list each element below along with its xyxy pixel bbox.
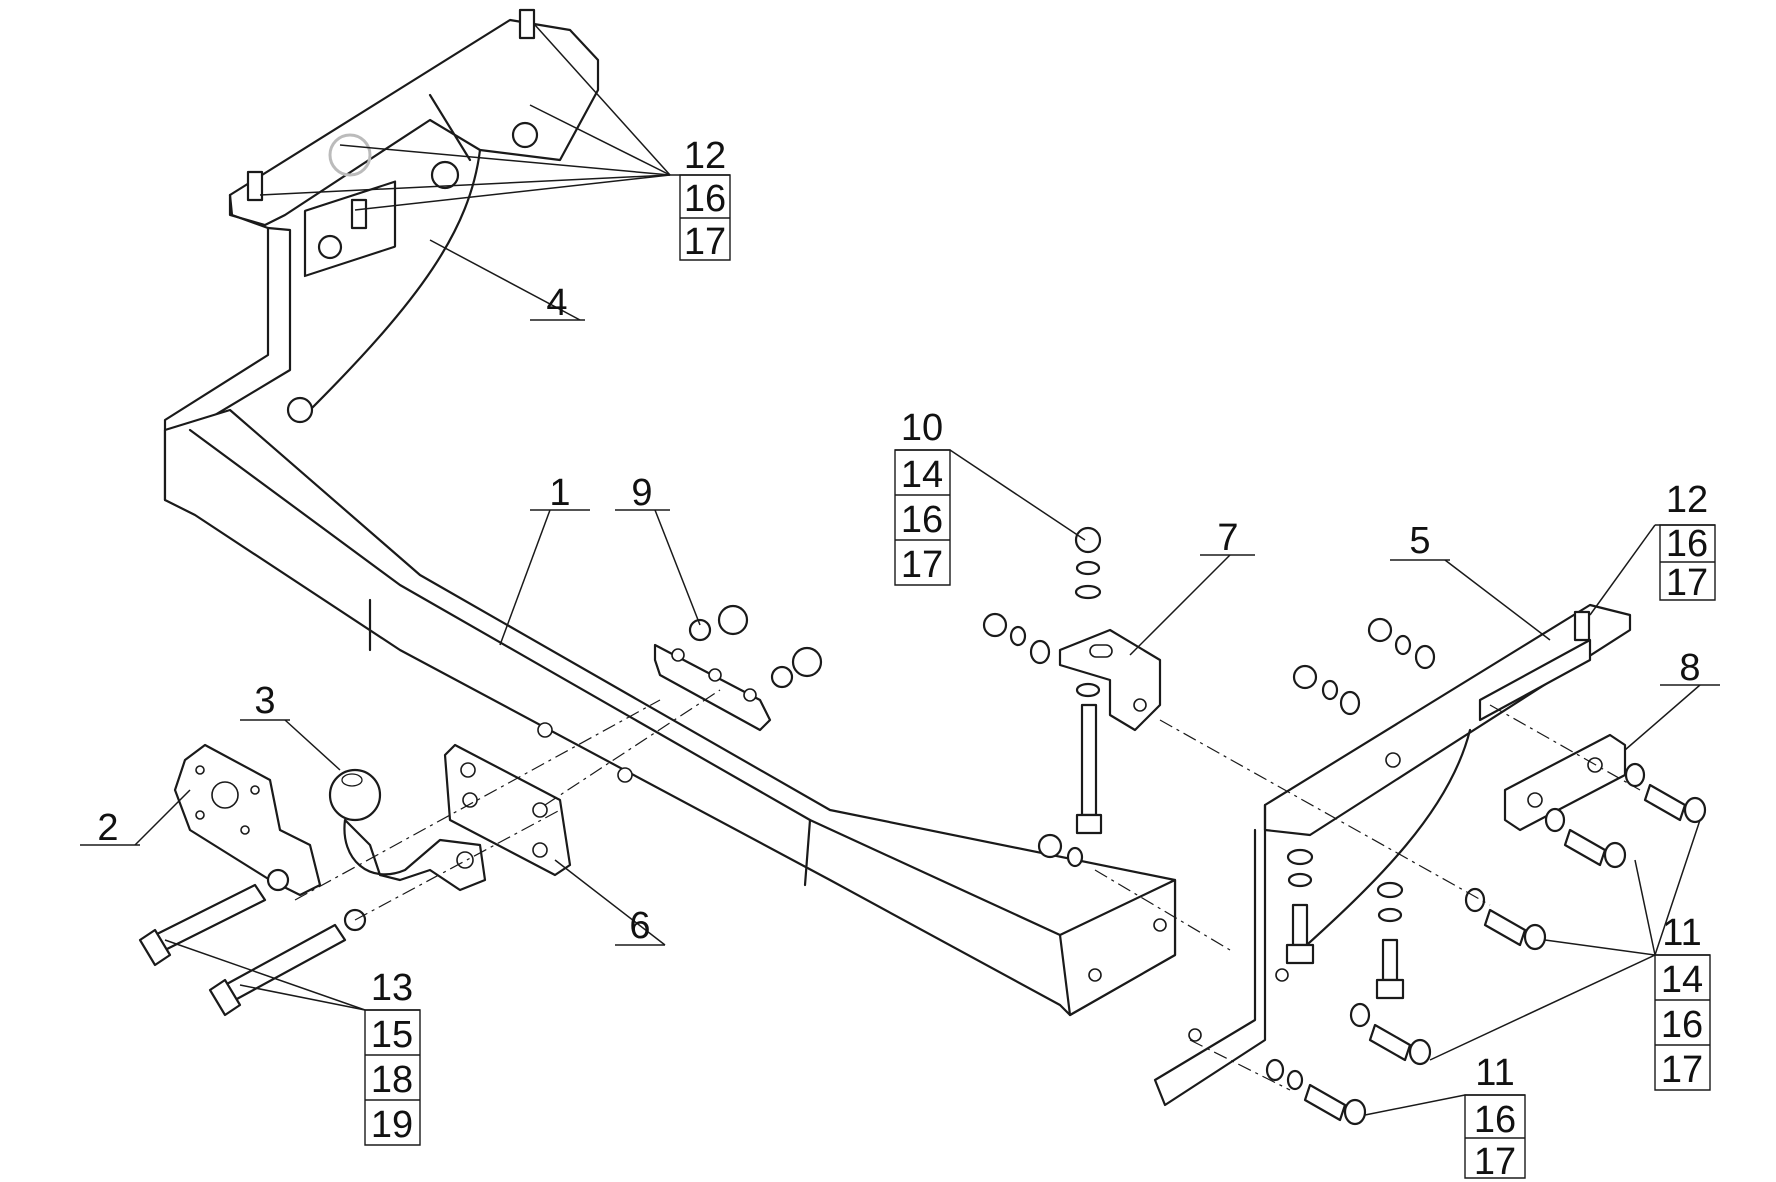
- right-hardware: [1265, 617, 1707, 1126]
- callout-label: 1: [549, 472, 570, 514]
- callout-c6: 6: [615, 905, 665, 947]
- callout-c4: 4: [530, 282, 585, 324]
- callout-c7: 7: [1200, 517, 1255, 559]
- callout-c5: 5: [1390, 520, 1450, 562]
- callout-label: 17: [1661, 1049, 1703, 1091]
- long-bolts: [138, 883, 367, 1017]
- callout-c8: 8: [1660, 647, 1720, 689]
- callout-c11a: 11 14 16 17: [1654, 912, 1711, 1091]
- left-nut-washer-set: [982, 612, 1051, 665]
- callout-label: 17: [901, 544, 943, 586]
- left-mounting-bracket: [163, 8, 600, 507]
- callout-label: 8: [1679, 647, 1700, 689]
- callout-label: 12: [1666, 479, 1708, 521]
- callout-label: 16: [901, 499, 943, 541]
- callout-label: 17: [1474, 1141, 1516, 1182]
- mounting-flange-plate: [443, 743, 572, 877]
- callout-c12a: 12 16 17: [670, 135, 731, 263]
- angle-bracket: [1058, 628, 1162, 732]
- callout-c11b: 11 16 17: [1464, 1052, 1526, 1182]
- callout-label: 11: [1662, 912, 1701, 954]
- callout-label: 16: [684, 178, 726, 220]
- callout-label: 18: [371, 1059, 413, 1101]
- backing-plate: [653, 604, 823, 732]
- tow-ball: [328, 768, 487, 892]
- callout-label: 16: [1661, 1004, 1703, 1046]
- callout-c12b: 12 16 17: [1655, 479, 1716, 604]
- callout-c13: 13 15 18 19: [364, 967, 421, 1146]
- callout-label: 12: [684, 135, 726, 177]
- leader-lines: [134, 24, 1701, 1116]
- callout-label: 2: [97, 807, 118, 849]
- callout-label: 10: [901, 407, 943, 449]
- callout-label: 14: [1661, 959, 1703, 1001]
- callout-label: 9: [631, 472, 652, 514]
- callout-label: 4: [546, 282, 567, 324]
- callout-label: 17: [684, 221, 726, 263]
- callout-c10: 10 14 16 17: [894, 407, 951, 586]
- callout-label: 3: [254, 680, 275, 722]
- callout-label: 6: [629, 905, 650, 947]
- callout-c3: 3: [240, 680, 290, 722]
- callout-label: 17: [1666, 562, 1708, 604]
- main-cross-beam: [163, 408, 1177, 1017]
- callout-label: 16: [1474, 1099, 1516, 1141]
- callout-label: 11: [1475, 1052, 1514, 1094]
- callout-label: 5: [1409, 520, 1430, 562]
- callout-label: 16: [1666, 523, 1708, 565]
- callout-c9: 9: [615, 472, 670, 514]
- callout-label: 13: [371, 967, 413, 1009]
- callout-c1: 1: [530, 472, 590, 514]
- callout-label: 15: [371, 1014, 413, 1056]
- right-mounting-bracket: [1153, 603, 1632, 1107]
- callout-label: 7: [1217, 517, 1238, 559]
- assembly-center-lines: [294, 689, 1641, 1091]
- callout-label: 14: [901, 454, 943, 496]
- right-reinforcing-plate: [1503, 733, 1627, 832]
- callout-label: 19: [371, 1104, 413, 1146]
- vertical-bolt: [1037, 526, 1103, 868]
- callout-c2: 2: [80, 807, 140, 849]
- socket-plate: [173, 743, 322, 897]
